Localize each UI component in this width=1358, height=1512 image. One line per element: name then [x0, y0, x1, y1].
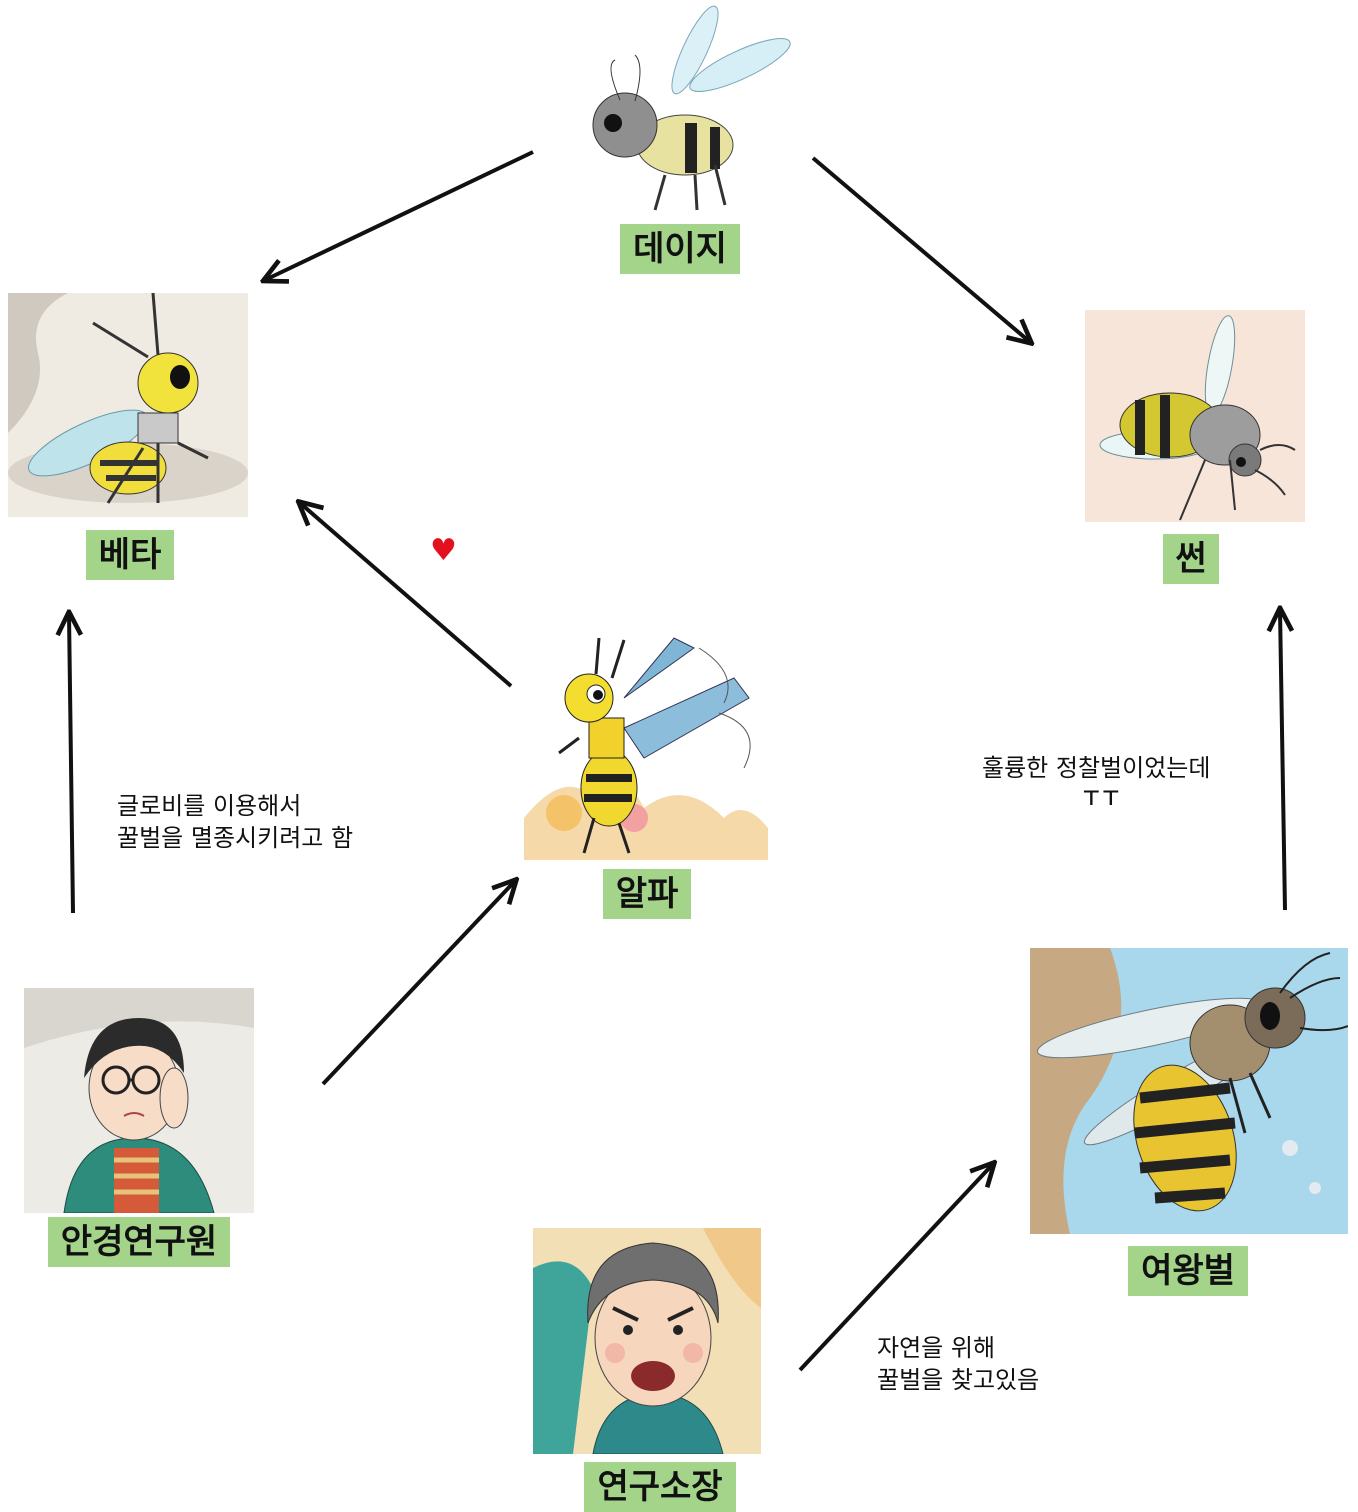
note-line: 훌륭한 정찰벌이었는데	[982, 754, 1211, 782]
arrow-researcher-to-beta	[69, 614, 73, 914]
queen-label: 여왕벌	[1128, 1246, 1248, 1296]
note-line: 글로비를 이용해서	[117, 792, 302, 820]
note-line: 자연을 위해	[877, 1334, 996, 1362]
alpha-label: 알파	[603, 869, 691, 919]
note-director-to-queen: 자연을 위해 꿀벌을 찾고있음	[877, 1332, 1039, 1396]
alpha-illustration	[524, 618, 768, 860]
note-line: 꿀벌을 찾고있음	[877, 1366, 1040, 1394]
daisy-label: 데이지	[620, 224, 740, 274]
heart-icon: ♥	[430, 533, 457, 568]
researcher-illustration	[24, 988, 254, 1213]
arrow-daisy-to-beta	[265, 150, 534, 280]
note-researcher-to-beta: 글로비를 이용해서 꿀벌을 멸종시키려고 함	[117, 790, 353, 854]
arrow-alpha-to-beta	[300, 503, 513, 688]
note-line: 꿀벌을 멸종시키려고 함	[117, 824, 354, 852]
sun-label: 썬	[1163, 534, 1219, 584]
note-queen-to-sun: 훌륭한 정찰벌이었는데 T.T	[982, 752, 1210, 805]
arrow-daisy-to-sun	[811, 156, 1030, 342]
director-label: 연구소장	[584, 1462, 736, 1512]
sun-illustration	[1085, 310, 1305, 522]
researcher-label: 안경연구원	[48, 1217, 230, 1267]
queen-illustration	[1030, 948, 1348, 1234]
arrow-director-to-queen	[798, 1164, 993, 1372]
director-illustration	[533, 1228, 761, 1454]
beta-label: 베타	[86, 530, 174, 580]
note-line: T.T	[1084, 786, 1119, 805]
arrow-queen-to-sun	[1280, 610, 1285, 911]
daisy-illustration	[575, 5, 800, 215]
beta-illustration	[8, 293, 248, 517]
arrow-researcher-to-alpha	[321, 881, 515, 1086]
